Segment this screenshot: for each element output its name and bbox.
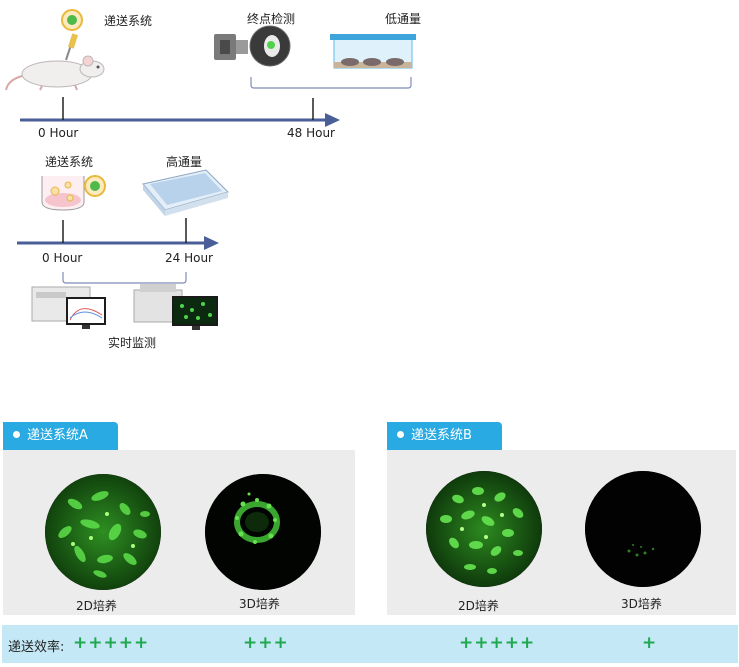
efficiency-label: 递送效率: [8,640,65,655]
vitro-t0-label: 0 Hour [42,251,83,265]
panel-b-3d-image [585,471,701,587]
vitro-timeline-arrow [204,236,219,250]
vivo-delivery-label: 递送系统 [104,14,153,28]
mouse-icon [5,55,105,91]
microscope-instrument-icon [133,284,218,330]
vitro-t1-label: 24 Hour [165,251,213,265]
tag-dot-icon [13,431,20,438]
vivo-illustration [5,9,416,127]
panel-b-tag-label: 递送系统B [411,428,472,443]
panel-a-3d-efficiency: +++ [243,633,289,653]
vivo-endpoint-label: 终点检测 [247,12,296,26]
nanoparticle-icon [84,175,106,197]
vitro-highthroughput-label: 高通量 [166,155,203,169]
efficiency-bar [2,625,738,663]
imaging-view-icon [249,25,291,67]
imaging-device-icon [214,34,248,60]
panel-b-2d-caption: 2D培养 [458,599,499,613]
panel-b-tag: 递送系统B [387,422,502,450]
vivo-t1-label: 48 Hour [287,126,335,140]
panel-a-3d-image [205,474,321,590]
endpoint-bracket [250,77,412,89]
vitro-illustration [17,169,229,330]
nanoparticle-icon [61,9,83,31]
realtime-bracket [62,272,187,284]
panel-b-3d-caption: 3D培养 [621,597,662,611]
vitro-delivery-label: 递送系统 [45,155,94,169]
panel-a-tag-label: 递送系统A [27,428,88,443]
panel-a-2d-caption: 2D培养 [76,599,117,613]
vivo-lowthroughput-label: 低通量 [385,12,422,26]
culture-dish-icon [41,176,85,211]
panel-a-2d-image [45,474,161,590]
panel-b-2d-efficiency: +++++ [459,633,536,653]
panel-a-2d-efficiency: +++++ [73,633,150,653]
panel-a-tag: 递送系统A [3,422,118,450]
cage-icon [330,34,416,69]
panel-a-3d-caption: 3D培养 [239,597,280,611]
analyzer-instrument-icon [31,286,106,329]
well-plate-icon [142,169,229,216]
tag-dot-icon [397,431,404,438]
panel-b-2d-image [426,471,542,587]
panel-b-3d-efficiency: + [642,633,658,653]
vivo-t0-label: 0 Hour [38,126,79,140]
syringe-icon [65,33,79,61]
vitro-realtime-label: 实时监测 [108,336,157,350]
vivo-timeline-arrow [325,113,340,127]
